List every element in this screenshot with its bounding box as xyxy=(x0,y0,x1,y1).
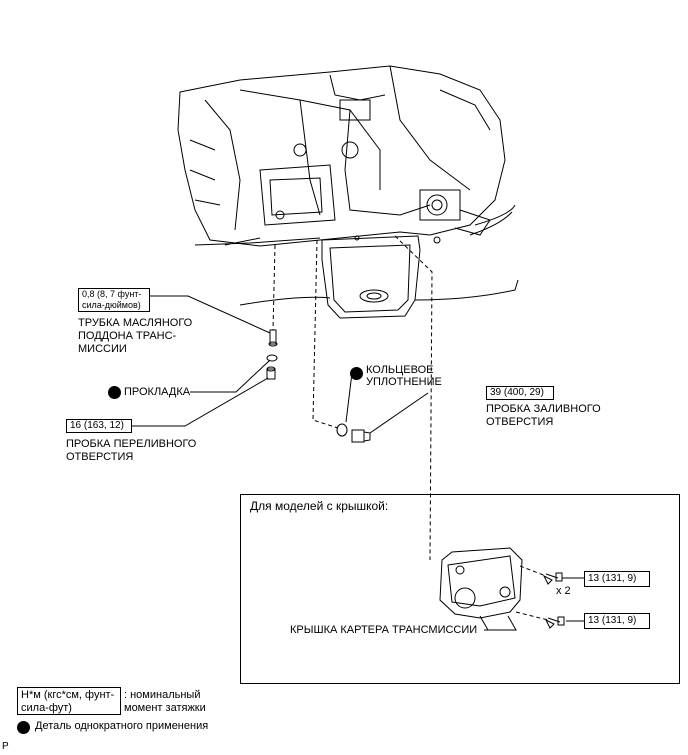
legend-single-use-label: Деталь однократного применения xyxy=(35,720,209,732)
bolt-part-1 xyxy=(542,572,563,585)
legend-unit-line-1: Н*м (кгс*см, фунт- xyxy=(21,689,115,701)
legend-desc-line-1: : номинальный xyxy=(124,689,201,701)
inset-title: Для моделей с крышкой: xyxy=(250,499,389,513)
pipe-label-line-1: ТРУБКА МАСЛЯНОГО xyxy=(78,317,193,329)
fill-label-line-1: ПРОБКА ЗАЛИВНОГО xyxy=(486,403,601,415)
single-use-icon xyxy=(108,386,121,399)
bolt-torque-box-2: 13 (131, 9) xyxy=(584,613,650,629)
single-use-legend-icon xyxy=(17,721,30,734)
overflow-torque-box: 16 (163, 12) xyxy=(66,419,132,433)
fill-label-line-2: ОТВЕРСТИЯ xyxy=(486,416,554,428)
o-ring-part xyxy=(336,423,348,437)
oring-label-line-1: КОЛЬЦЕВОЕ xyxy=(366,364,434,376)
pipe-label-line-2: ПОДДОНА ТРАНС- xyxy=(78,330,177,342)
bolt-torque-box-1: 13 (131, 9) xyxy=(584,571,650,587)
overflow-plug-part xyxy=(266,366,276,380)
inset-panel xyxy=(240,494,680,684)
gasket-label: ПРОКЛАДКА xyxy=(124,386,191,398)
gasket-part xyxy=(266,354,278,362)
legend-desc-line-2: момент затяжки xyxy=(124,702,206,714)
pipe-part xyxy=(268,329,278,347)
leader-lines xyxy=(122,295,429,434)
legend-unit-box: Н*м (кгс*см, фунт- сила-фут) xyxy=(17,687,121,715)
transmission-cover-part xyxy=(439,547,523,631)
bolt-quantity: x 2 xyxy=(556,585,571,597)
illustration-code: P xyxy=(2,741,9,752)
oring-label-line-2: УПЛОТНЕНИЕ xyxy=(366,376,442,388)
cover-label: КРЫШКА КАРТЕРА ТРАНСМИССИИ xyxy=(290,624,478,636)
bolt-part-2 xyxy=(544,616,565,629)
oil-pan xyxy=(321,235,441,319)
fill-torque-box: 39 (400, 29) xyxy=(486,386,554,400)
pipe-label-line-3: МИССИИ xyxy=(78,343,127,355)
overflow-label-line-1: ПРОБКА ПЕРЕЛИВНОГО xyxy=(66,438,197,450)
pipe-torque-box: 0,8 (8, 7 фунт-сила-дюймов) xyxy=(78,288,150,312)
single-use-icon xyxy=(350,367,363,380)
legend-unit-line-2: сила-фут) xyxy=(21,702,72,714)
frame-outline xyxy=(194,204,519,306)
overflow-label-line-2: ОТВЕРСТИЯ xyxy=(66,451,134,463)
guide-lines xyxy=(272,235,549,621)
fill-plug-part xyxy=(351,429,371,443)
transmission-assembly xyxy=(177,65,506,247)
inset-leader-lines xyxy=(484,577,584,631)
